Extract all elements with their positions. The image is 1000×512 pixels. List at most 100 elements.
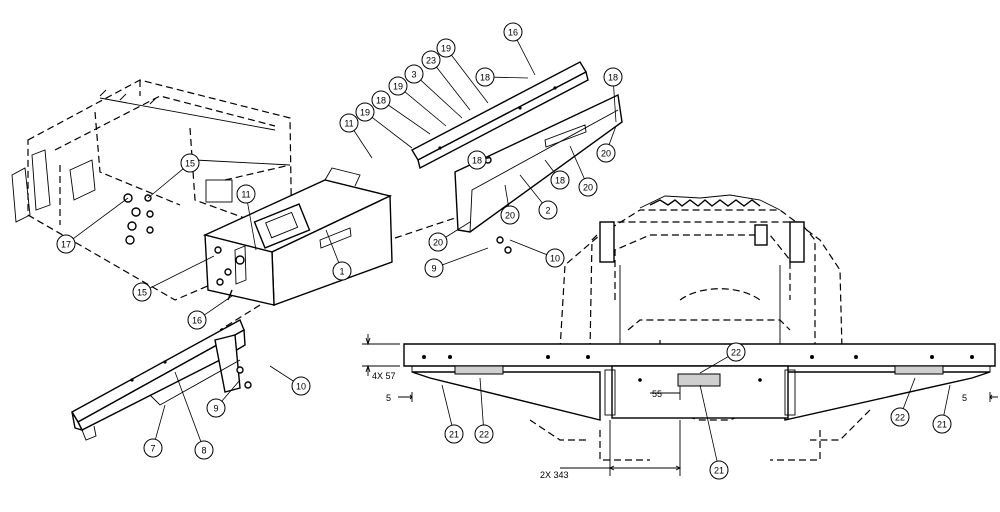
callout-label-23: 23 (426, 56, 436, 66)
callout-label-21: 21 (937, 420, 947, 430)
callout-circle-21 (932, 414, 952, 434)
callout-circle-11 (236, 184, 256, 204)
callout-leader-16 (204, 295, 233, 316)
callout-label-20: 20 (583, 183, 593, 193)
callout-circle-18 (467, 150, 487, 170)
callout-circle-8 (194, 440, 214, 460)
front-view-vehicle (403, 194, 996, 461)
callout-circle-20 (596, 143, 616, 163)
part-3-upper-arm (411, 61, 623, 254)
callout-16: 16 (503, 22, 536, 76)
callout-circle-22 (726, 342, 746, 362)
callout-15: 15 (132, 255, 215, 302)
callout-10: 10 (509, 239, 565, 268)
part-1-center-bracket (202, 167, 393, 306)
callout-leader-20 (445, 221, 471, 238)
callout-11: 11 (339, 113, 373, 159)
callout-22: 22 (699, 342, 746, 374)
callout-circle-10 (545, 248, 565, 268)
callout-circle-1 (332, 261, 352, 281)
callout-label-22: 22 (479, 430, 489, 440)
callout-circle-22 (890, 407, 910, 427)
callout-label-19: 19 (441, 44, 451, 54)
callout-label-20: 20 (505, 211, 515, 221)
callout-leader-8 (174, 371, 202, 442)
callout-label-16: 16 (508, 28, 518, 38)
callout-leader-19 (404, 91, 447, 127)
callout-circle-19 (355, 102, 375, 122)
callout-3: 3 (404, 64, 463, 119)
callout-18: 18 (475, 67, 529, 87)
callout-label-18: 18 (376, 96, 386, 106)
callout-circle-9 (424, 258, 444, 278)
callout-7: 7 (143, 404, 166, 458)
callout-leader-10 (269, 365, 294, 382)
callout-circle-16 (187, 310, 207, 330)
callout-9: 9 (424, 247, 489, 278)
callout-leader-9 (221, 379, 241, 402)
callout-circle-15 (180, 153, 200, 173)
callout-label-19: 19 (393, 82, 403, 92)
callout-label-15: 15 (185, 159, 195, 169)
dim-top-left: 4X 57 (372, 371, 396, 381)
callout-leader-11 (247, 202, 257, 251)
callout-label-19: 19 (360, 108, 370, 118)
callout-leader-22 (699, 356, 729, 374)
callout-circle-2 (538, 200, 558, 220)
callout-9: 9 (206, 379, 241, 418)
callout-label-3: 3 (411, 70, 416, 80)
callout-leader-22 (479, 377, 484, 426)
callout-circle-18 (550, 170, 570, 190)
part-7-lower-beam (71, 319, 252, 441)
dim-left-margin: 5 (386, 393, 391, 403)
callout-leader-17 (72, 197, 129, 239)
callout-label-8: 8 (201, 446, 206, 456)
callout-18: 18 (371, 90, 431, 135)
callout-circle-16 (503, 22, 523, 42)
callout-leader-7 (155, 404, 166, 440)
callout-label-20: 20 (601, 149, 611, 159)
callout-circle-17 (56, 234, 76, 254)
callout-label-11: 11 (241, 190, 250, 200)
callout-23: 23 (421, 50, 471, 111)
callout-leader-18 (485, 157, 491, 160)
callout-leader-16 (516, 39, 536, 76)
callout-circle-18 (603, 67, 623, 87)
callout-label-2: 2 (545, 206, 550, 216)
callout-label-9: 9 (213, 404, 218, 414)
callout-label-17: 17 (61, 240, 71, 250)
callout-leader-21 (943, 384, 951, 416)
callout-2: 2 (519, 174, 558, 220)
callout-circle-15 (132, 282, 152, 302)
callout-circle-19 (388, 76, 408, 96)
assembly-line-3 (224, 164, 291, 181)
callout-label-18: 18 (555, 176, 565, 186)
callout-label-21: 21 (449, 430, 459, 440)
callout-label-18: 18 (608, 73, 618, 83)
callout-20: 20 (596, 125, 617, 163)
callout-leader-15 (149, 255, 215, 289)
callout-label-9: 9 (431, 264, 436, 274)
callout-circle-20 (500, 205, 520, 225)
callout-leader-19 (371, 117, 413, 149)
callout-22: 22 (474, 377, 494, 444)
dim-center: 55 (652, 389, 662, 399)
callout-leader-11 (353, 130, 373, 159)
callout-circle-21 (709, 460, 729, 480)
callout-circle-23 (421, 50, 441, 70)
callout-leader-9 (442, 247, 489, 266)
callout-circle-18 (371, 90, 391, 110)
callout-leader-18 (613, 85, 617, 123)
callout-leader-21 (699, 384, 718, 462)
callout-label-16: 16 (192, 316, 202, 326)
callout-leader-21 (441, 384, 453, 426)
left-fastener-set (123, 193, 154, 245)
callout-21: 21 (441, 384, 464, 444)
callout-circle-18 (475, 67, 495, 87)
callout-leader-15 (147, 168, 184, 199)
callout-16: 16 (187, 295, 233, 330)
callout-label-1: 1 (339, 267, 344, 277)
assembly-line-2 (394, 217, 456, 239)
callout-circle-11 (339, 113, 359, 133)
